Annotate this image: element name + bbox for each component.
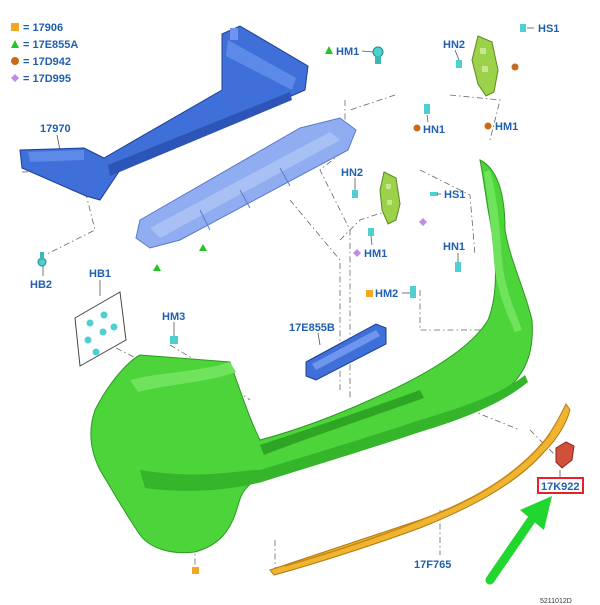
label-hb1: HB1 (89, 268, 111, 280)
marker-17906-hm2 (366, 290, 373, 297)
clip-hm3 (170, 336, 178, 344)
clip-hm1-top (372, 46, 384, 64)
clip-hn2-top (456, 60, 462, 68)
legend-item-3: = 17D942 (23, 56, 71, 68)
marker-17906-bottom (192, 567, 199, 574)
label-hm3: HM3 (162, 311, 185, 323)
push-clip-icons (37, 24, 526, 344)
label-17f765: 17F765 (414, 559, 451, 571)
callout-arrow-icon (485, 496, 552, 585)
label-hb2: HB2 (30, 279, 52, 291)
legend-item-2: = 17E855A (23, 39, 78, 51)
clip-hb2 (37, 252, 47, 267)
marker-17d942-hn1 (413, 124, 421, 132)
label-hs1-mid: HS1 (444, 189, 465, 201)
leader-lines (42, 27, 561, 478)
lower-trim-icon (269, 403, 571, 576)
label-hn1-top: HN1 (423, 124, 445, 136)
clip-hm1-mid (368, 228, 374, 236)
legend-item-1: = 17906 (23, 22, 63, 34)
label-17e855b: 17E855B (289, 322, 335, 334)
energy-absorber-icon (135, 117, 357, 271)
label-hm1-top: HM1 (336, 46, 359, 58)
clip-hn1-mid (455, 262, 461, 272)
label-17k922: 17K922 (541, 481, 580, 493)
lower-side-bracket-icon (379, 171, 427, 226)
red-clip-icon (555, 441, 575, 469)
label-hm1-mid: HM1 (364, 248, 387, 260)
clip-hs1-mid (430, 192, 438, 196)
side-absorber-icon (305, 323, 387, 381)
legend-diamond-marker (11, 74, 19, 82)
marker-17d995-hm1 (353, 249, 361, 257)
legend-circle-marker (11, 57, 19, 65)
part-labels: 17970 HM1 HN2 HS1 HN1 HM1 HN2 HS1 HM1 HN… (30, 23, 584, 571)
upper-side-bracket-icon (471, 35, 519, 97)
legend-triangle-marker (11, 40, 19, 48)
marker-17d942-hm1 (484, 122, 492, 130)
label-hn1-mid: HN1 (443, 241, 465, 253)
bumper-cover-icon (90, 159, 533, 554)
label-hm2: HM2 (375, 288, 398, 300)
legend-square-marker (11, 23, 19, 31)
label-hs1-top: HS1 (538, 23, 559, 35)
highlight-box-17k922 (537, 477, 584, 494)
marker-17e855a-hm1 (325, 46, 333, 54)
legend-item-4: = 17D995 (23, 73, 71, 85)
diagram-code: 5211012D (540, 598, 572, 605)
label-hn2-mid: HN2 (341, 167, 363, 179)
clip-hn2-mid (352, 190, 358, 198)
label-hm1-right: HM1 (495, 121, 518, 133)
label-17970: 17970 (40, 123, 71, 135)
clip-hs1-top (520, 24, 526, 32)
legend: = 17906 = 17E855A = 17D942 = 17D995 (11, 22, 78, 85)
clip-hn1-top (424, 104, 430, 114)
reinforcement-beam-icon (19, 25, 309, 201)
bolt-set-icon (74, 291, 127, 367)
label-hn2-top: HN2 (443, 39, 465, 51)
clip-hm2 (410, 286, 416, 298)
